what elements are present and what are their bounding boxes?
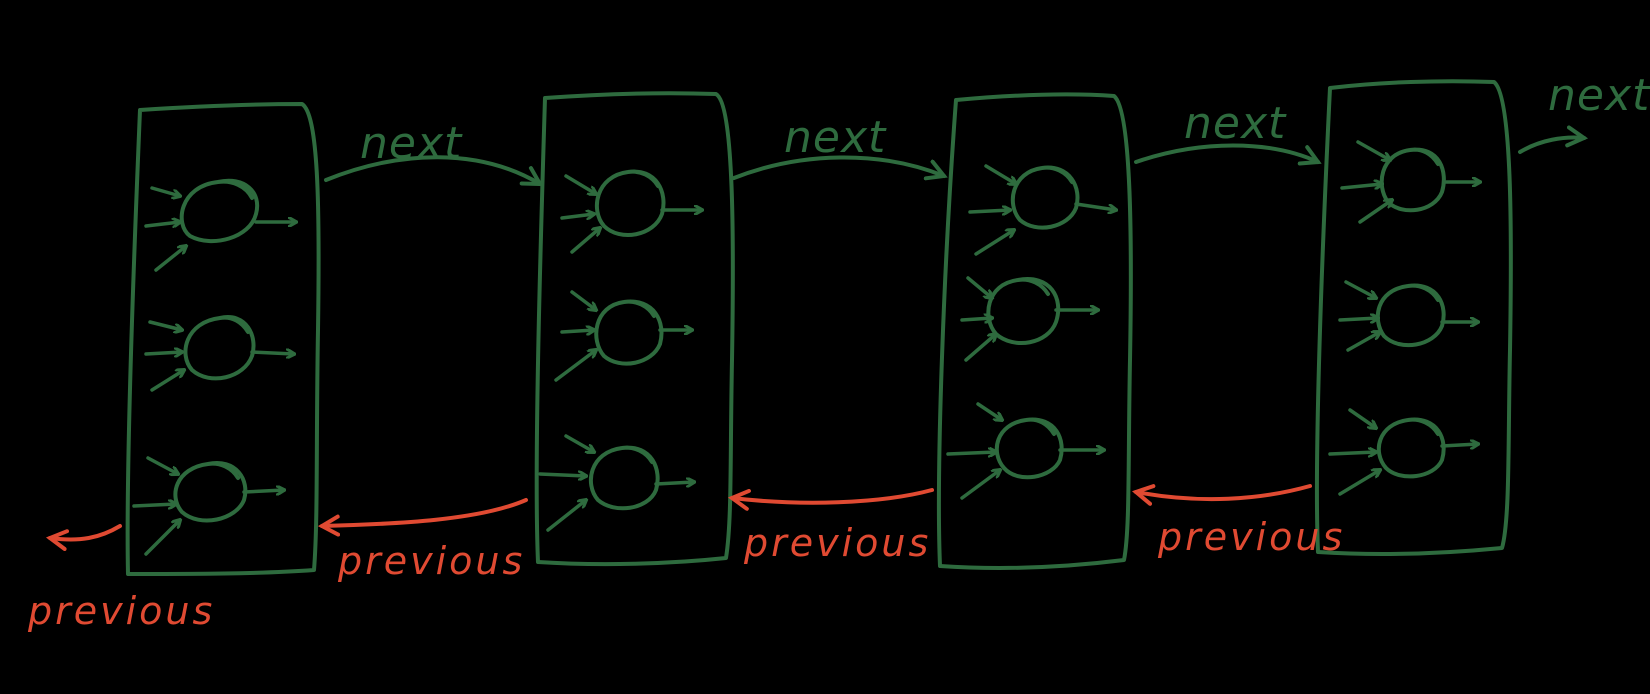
- neuron: [538, 434, 694, 532]
- previous-arrow-out: [50, 524, 122, 540]
- neuron: [960, 276, 1098, 362]
- previous-arrow-3-to-2: [732, 488, 934, 503]
- next-label-4: next: [1548, 70, 1650, 121]
- layer-box-3: [936, 92, 1133, 570]
- neuron: [946, 402, 1104, 500]
- layer-4-neurons: [1328, 140, 1480, 496]
- next-arrow-3-to-4: [1134, 143, 1318, 163]
- neuron: [144, 178, 296, 272]
- neuron: [1338, 280, 1478, 352]
- neuron: [132, 456, 284, 556]
- neuron: [144, 315, 294, 392]
- neuron: [560, 169, 702, 254]
- next-label-1: next: [360, 118, 463, 169]
- layer-box-4: [1314, 79, 1513, 557]
- next-arrow-1-to-2: [324, 155, 540, 184]
- next-arrow-out: [1518, 138, 1584, 154]
- next-label-3: next: [1184, 98, 1287, 149]
- neuron: [554, 290, 692, 382]
- neuron: [968, 164, 1116, 256]
- previous-label-3: previous: [1157, 515, 1345, 559]
- previous-arrow-2-to-1: [322, 498, 528, 526]
- previous-label-2: previous: [743, 521, 931, 565]
- previous-label-4: previous: [27, 589, 215, 633]
- neuron: [1328, 408, 1478, 496]
- previous-label-1: previous: [337, 539, 525, 583]
- next-arrow-2-to-3: [732, 155, 944, 178]
- layer-1-neurons: [132, 178, 296, 556]
- previous-arrow-4-to-3: [1136, 484, 1312, 499]
- layer-box-1: [125, 102, 321, 576]
- layer-3-neurons: [946, 164, 1116, 500]
- layer-2-neurons: [538, 169, 702, 532]
- neuron: [1340, 140, 1480, 224]
- next-label-2: next: [784, 112, 887, 163]
- layer-box-2: [534, 91, 735, 567]
